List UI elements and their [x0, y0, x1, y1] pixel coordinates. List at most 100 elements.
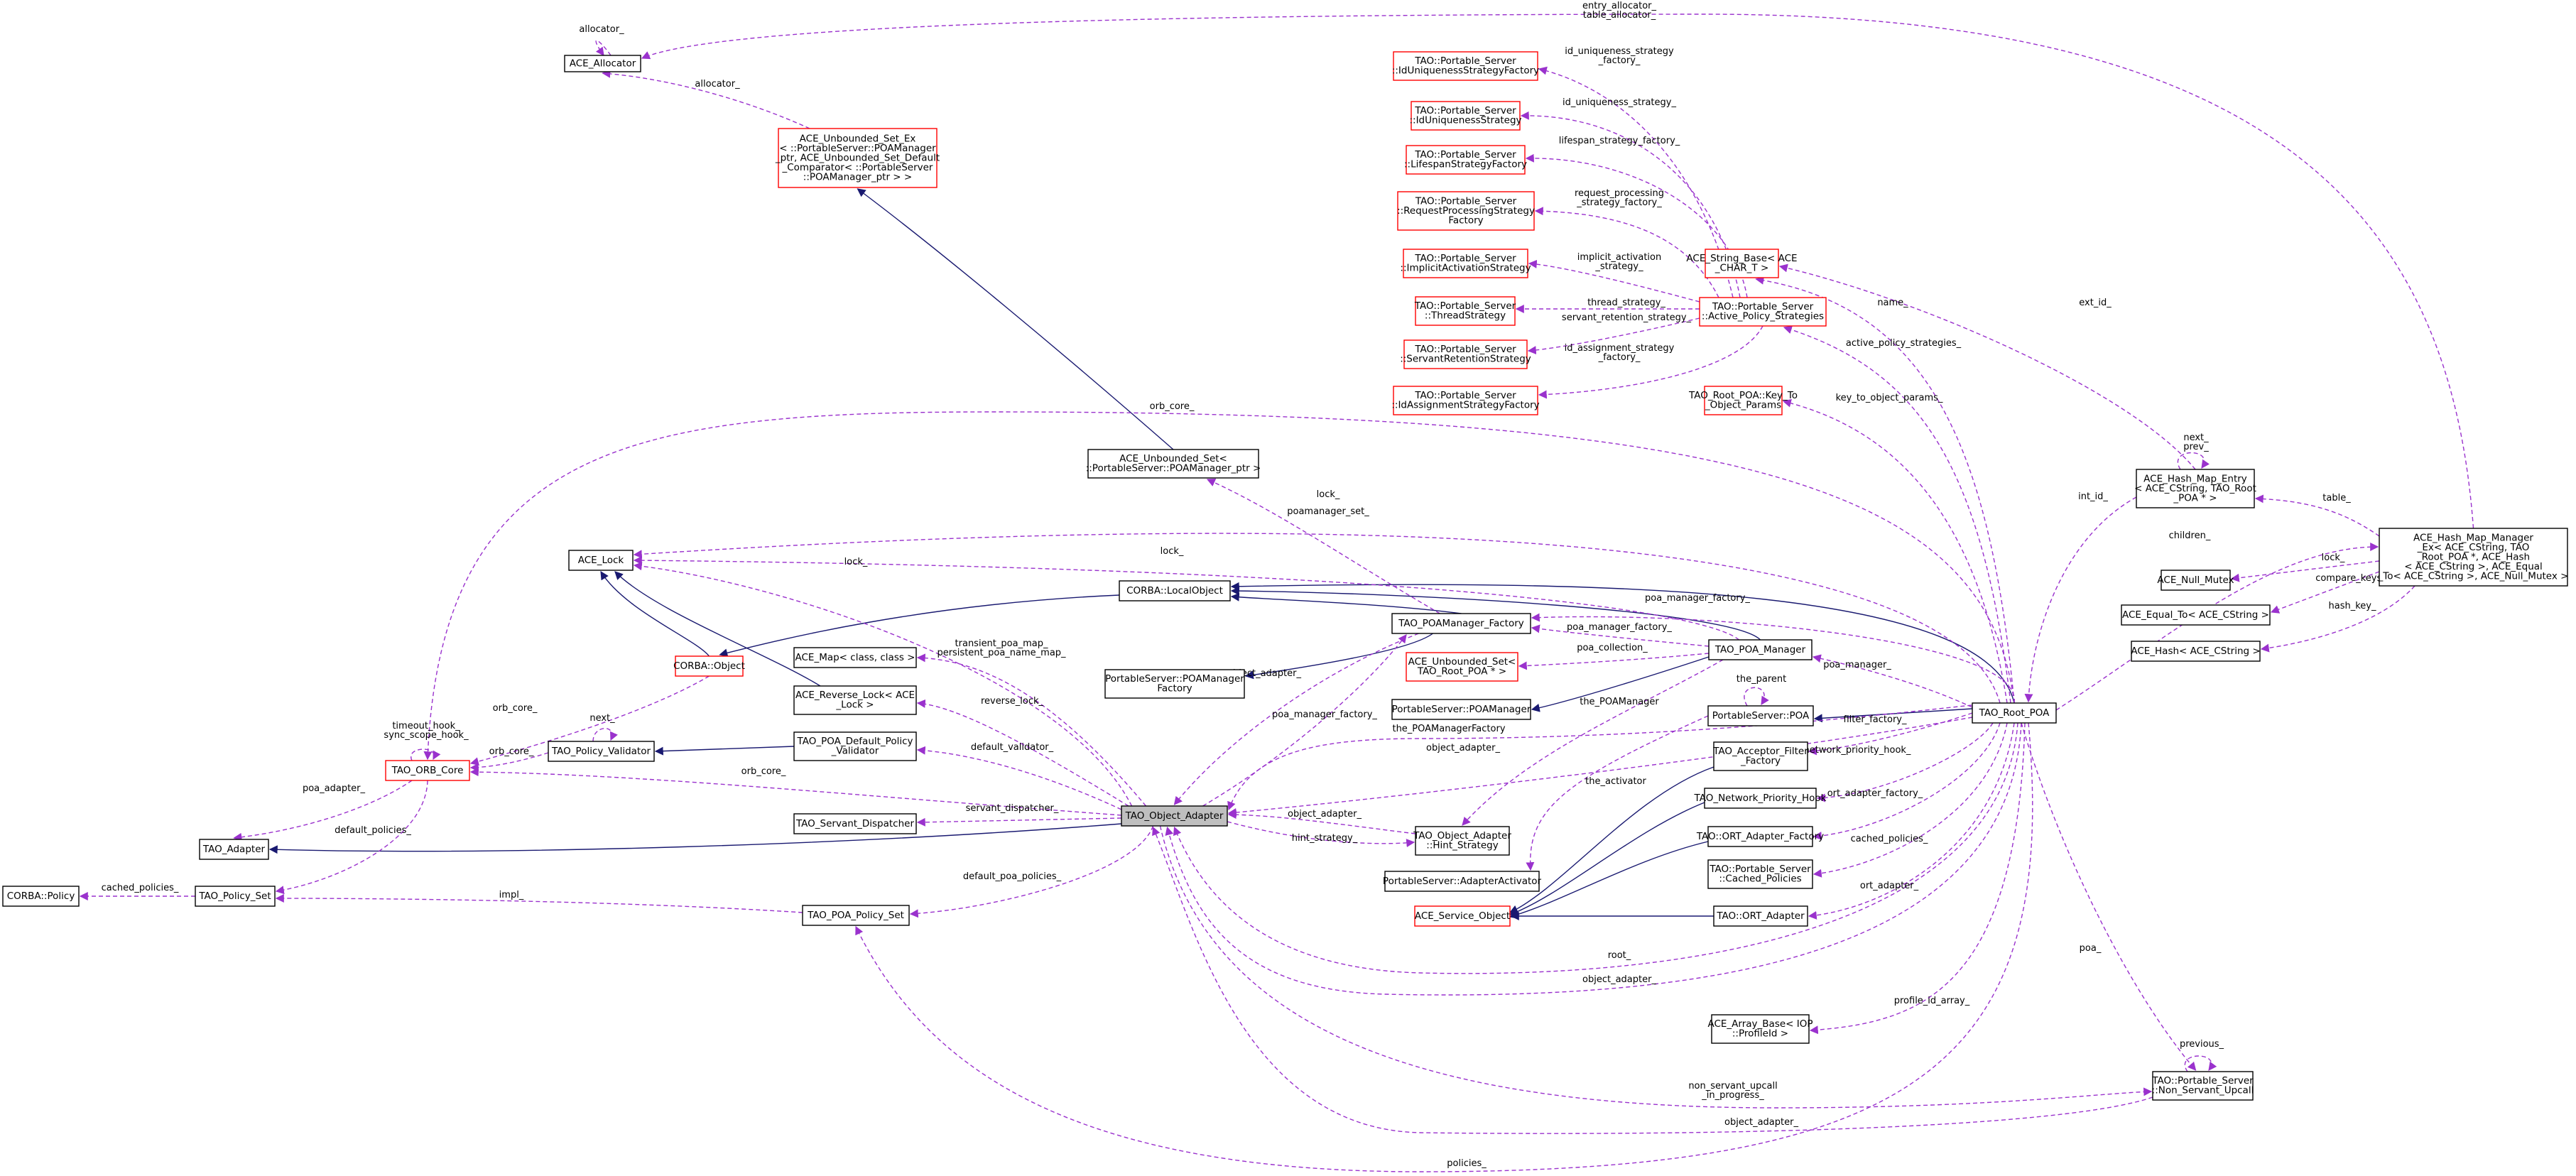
edge-label-orb-core-oa: orb_core_: [741, 766, 786, 777]
node-label: CORBA::Object: [673, 660, 745, 672]
node-box: [802, 905, 910, 926]
usage-edge-53: [1813, 722, 2001, 841]
node-label: ACE_String_Base< ACE_CHAR_T >: [1686, 253, 1797, 274]
node-portableserver-poa[interactable]: PortableServer::POA: [1707, 705, 1814, 726]
node-ace-service-object[interactable]: ACE_Service_Object: [1414, 905, 1511, 927]
node-tao-policy-set[interactable]: TAO_Policy_Set: [195, 886, 276, 907]
node-label: ACE_Unbounded_Set_Ex< ::PortableServer::…: [775, 133, 940, 183]
node-ace-hash[interactable]: ACE_Hash< ACE_CString >: [2131, 641, 2261, 662]
node-box: [1705, 249, 1779, 278]
node-portableserver-adapteractivator[interactable]: PortableServer::AdapterActivator: [1383, 871, 1542, 892]
node-portableserver-poamanager[interactable]: PortableServer::POAManager: [1391, 699, 1531, 720]
edge-label-entry-allocator: entry_allocator_table_allocator_: [1582, 1, 1657, 21]
node-tao-policy-validator[interactable]: TAO_Policy_Validator: [548, 741, 655, 762]
node-tao-servant-dispatcher[interactable]: TAO_Servant_Dispatcher: [793, 813, 917, 834]
edge-label-poamanager-set: poamanager_set_: [1287, 506, 1369, 517]
node-corba-policy[interactable]: CORBA::Policy: [2, 886, 80, 907]
inheritance-edge-2: [614, 571, 821, 687]
node-tao-implicit-activation[interactable]: TAO::Portable_Server::ImplicitActivation…: [1400, 249, 1531, 278]
node-label: TAO_POAManager_Factory: [1398, 618, 1524, 629]
edge-label-allocator-self: allocator_: [579, 24, 624, 35]
usage-edge-36: [916, 817, 1122, 827]
node-ace-hash-map-manager-ex[interactable]: ACE_Hash_Map_Manager_Ex< ACE_CString, TA…: [2378, 528, 2569, 587]
node-corba-localobject[interactable]: CORBA::LocalObject: [1119, 580, 1231, 601]
usage-edge-58: [1809, 722, 2026, 1035]
node-tao-servant-retention[interactable]: TAO::Portable_Server::ServantRetentionSt…: [1400, 339, 1531, 369]
usage-edge-24: [410, 748, 441, 761]
node-label: TAO_Object_Adapter: [1125, 810, 1224, 822]
node-tao-ort-adapter-factory[interactable]: TAO::ORT_Adapter_Factory: [1696, 826, 1824, 847]
usage-edge-19: [423, 411, 2015, 761]
node-tao-lifespan-factory[interactable]: TAO::Portable_Server::LifespanStrategyFa…: [1404, 145, 1527, 175]
node-tao-root-poa[interactable]: TAO_Root_POA: [1972, 702, 2057, 724]
node-box: [1391, 699, 1531, 720]
node-label: ACE_Hash_Map_Manager_Ex< ACE_CString, TA…: [2378, 532, 2569, 582]
usage-edge-76: [2254, 494, 2380, 537]
node-tao-cached-policies[interactable]: TAO::Portable_Server::Cached_Policies: [1707, 859, 1813, 889]
node-tao-adapter[interactable]: TAO_Adapter: [199, 839, 269, 860]
edge-label-id-uniqueness-factory: id_uniqueness_strategy_factory_: [1565, 46, 1674, 66]
edge-label-object-adapter-factory: object_adapter_: [1227, 668, 1301, 679]
edge-label-ort-adapter-factory: ort_adapter_factory_: [1827, 788, 1923, 799]
usage-edge-27: [592, 728, 618, 742]
node-tao-root-poa-key-to-object-params[interactable]: TAO_Root_POA::Key_To_Object_Params: [1688, 386, 1798, 415]
edge-label-id-assignment: id_assignment_strategy_factory_: [1565, 343, 1675, 363]
node-label: TAO_ORB_Core: [391, 765, 464, 776]
node-ace-reverse-lock[interactable]: ACE_Reverse_Lock< ACE_Lock >: [793, 685, 917, 715]
node-box: [793, 647, 917, 668]
edge-label-int-id: int_id_: [2078, 491, 2108, 502]
node-box: [1121, 805, 1228, 827]
node-tao-non-servant-upcall[interactable]: TAO::Portable_Server::Non_Servant_Upcall: [2151, 1071, 2254, 1101]
node-ace-lock[interactable]: ACE_Lock: [568, 550, 634, 571]
inheritance-edge-3: [268, 823, 1122, 854]
node-tao-active-policy-strategies[interactable]: TAO::Portable_Server::Active_Policy_Stra…: [1699, 297, 1827, 327]
edge-label-default-validator: default_validator_: [971, 742, 1054, 753]
node-tao-idus[interactable]: TAO::Portable_Server::IdUniquenessStrate…: [1409, 101, 1522, 131]
edge-label-lock-mid: lock_: [1161, 546, 1184, 557]
node-box: [548, 741, 655, 762]
node-label: ACE_Hash_Map_Entry< ACE_CString, TAO_Roo…: [2134, 473, 2256, 503]
edge-label-cached-policies-root: cached_policies_: [1851, 834, 1928, 844]
node-ace-unbounded-set-root-poa[interactable]: ACE_Unbounded_Set<TAO_Root_POA * >: [1406, 652, 1518, 682]
node-tao-poa-policy-set[interactable]: TAO_POA_Policy_Set: [802, 905, 910, 926]
usage-edge-39: [1202, 634, 1407, 807]
edge-label-orb-core-top: orb_core_: [1150, 401, 1195, 412]
node-ace-unbounded-set-poamanager[interactable]: ACE_Unbounded_Set<::PortableServer::POAM…: [1086, 449, 1261, 479]
node-label: TAO_Policy_Validator: [551, 746, 651, 757]
node-tao-id-assignment-factory[interactable]: TAO::Portable_Server::IdAssignmentStrate…: [1391, 386, 1540, 415]
edge-label-network-priority-hook: network_priority_hook_: [1804, 745, 1911, 756]
node-tao-orb-core[interactable]: TAO_ORB_Core: [385, 760, 470, 781]
node-ace-array-base[interactable]: ACE_Array_Base< IOP::ProfileId >: [1707, 1014, 1813, 1044]
node-tao-acceptor-filter-factory[interactable]: TAO_Acceptor_Filter_Factory: [1712, 741, 1808, 771]
node-box: [1713, 905, 1808, 927]
node-ace-null-mutex[interactable]: ACE_Null_Mutex: [2157, 570, 2234, 591]
node-ace-map[interactable]: ACE_Map< class, class >: [793, 647, 917, 668]
node-corba-object[interactable]: CORBA::Object: [673, 655, 745, 677]
node-label: TAO::Portable_Server::Active_Policy_Stra…: [1702, 301, 1824, 322]
node-tao-poamanager-factory[interactable]: TAO_POAManager_Factory: [1391, 613, 1531, 634]
node-tao-rps-factory[interactable]: TAO::Portable_Server::RequestProcessingS…: [1397, 191, 1535, 231]
usage-edge-60: [1152, 826, 2153, 1134]
node-ace-hash-map-entry[interactable]: ACE_Hash_Map_Entry< ACE_CString, TAO_Roo…: [2134, 469, 2256, 508]
node-label: TAO::Portable_Server::IdAssignmentStrate…: [1391, 390, 1539, 411]
node-ace-string-base[interactable]: ACE_String_Base< ACE_CHAR_T >: [1686, 249, 1798, 278]
node-tao-poa-default-policy-validator[interactable]: TAO_POA_Default_Policy_Validator: [793, 731, 917, 761]
inheritance-edge-9: [1531, 656, 1710, 712]
node-tao-network-priority-hook[interactable]: TAO_Network_Priority_Hook: [1694, 788, 1827, 809]
node-ace-allocator[interactable]: ACE_Allocator: [564, 55, 641, 72]
node-tao-ort-adapter[interactable]: TAO::ORT_Adapter: [1713, 905, 1808, 927]
node-tao-object-adapter-hint-strategy[interactable]: TAO_Object_Adapter::Hint_Strategy: [1413, 826, 1511, 856]
node-ace-equal-to[interactable]: ACE_Equal_To< ACE_CString >: [2121, 604, 2271, 626]
usage-edge-40: [1227, 810, 1416, 834]
node-ace-unbounded-set-ex[interactable]: ACE_Unbounded_Set_Ex< ::PortableServer::…: [775, 128, 940, 188]
node-tao-object-adapter[interactable]: TAO_Object_Adapter: [1121, 805, 1228, 827]
node-tao-poa-manager[interactable]: TAO_POA_Manager: [1708, 639, 1813, 660]
node-tao-idus-factory[interactable]: TAO::Portable_Server::IdUniquenessStrate…: [1392, 51, 1539, 81]
node-label: TAO_Policy_Set: [198, 891, 271, 902]
node-tao-thread-strategy[interactable]: TAO::Portable_Server::ThreadStrategy: [1414, 296, 1516, 326]
node-label: TAO_Root_POA::Key_To_Object_Params: [1688, 390, 1798, 411]
inheritance-edge-1: [600, 570, 710, 657]
